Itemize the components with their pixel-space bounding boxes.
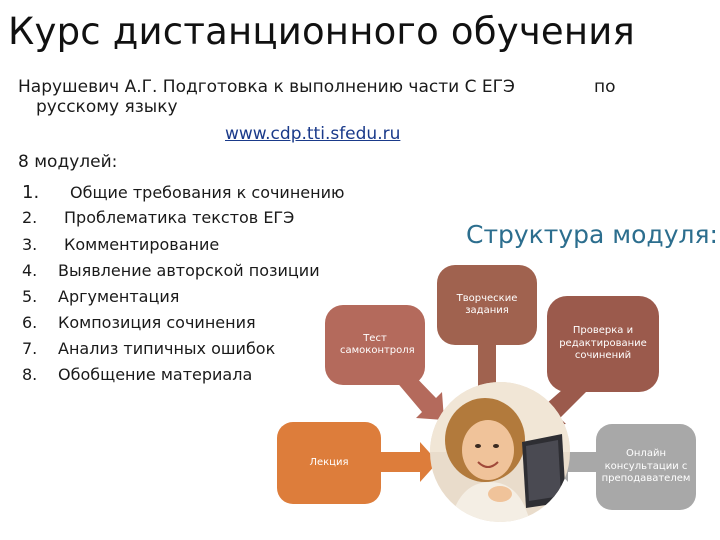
module-item: 1. Общие требования к сочинению (22, 182, 344, 203)
module-number: 1. (22, 182, 40, 203)
module-label: Обобщение материала (58, 365, 253, 384)
module-item: 3. Комментирование (22, 235, 219, 254)
module-number: 2. (22, 208, 38, 227)
module-item: 5. Аргументация (22, 287, 179, 306)
box-lecture: Лекция (277, 422, 381, 504)
box-lecture-label: Лекция (309, 456, 349, 468)
box-selftest: Тест самоконтроля (325, 305, 425, 385)
author-line-po: по (594, 77, 616, 97)
module-item: 7. Анализ типичных ошибок (22, 339, 275, 358)
module-number: 4. (22, 261, 38, 280)
arrow-lecture (380, 442, 438, 482)
module-label: Аргументация (58, 287, 180, 306)
module-item: 2. Проблематика текстов ЕГЭ (22, 208, 294, 227)
child-laptop-photo (430, 382, 570, 522)
author-line: Нарушевич А.Г. Подготовка к выполнению ч… (18, 77, 515, 97)
module-item: 8. Обобщение материала (22, 365, 252, 384)
module-label: Общие требования к сочинению (70, 183, 345, 202)
child-laptop-illustration (430, 382, 570, 522)
module-item: 4. Выявление авторской позиции (22, 261, 320, 280)
box-creative-label: Творческие задания (456, 292, 518, 317)
box-review: Проверка и редактирование сочинений (547, 296, 659, 392)
box-selftest-label: Тест самоконтроля (340, 332, 415, 357)
slide-title: Курс дистанционного обучения (8, 10, 635, 53)
course-url-link[interactable]: www.cdp.tti.sfedu.ru (225, 124, 401, 144)
module-label: Анализ типичных ошибок (58, 339, 276, 358)
module-number: 7. (22, 339, 38, 358)
module-number: 3. (22, 235, 38, 254)
module-number: 8. (22, 365, 38, 384)
box-review-label: Проверка и редактирование сочинений (559, 325, 647, 362)
module-label: Композиция сочинения (58, 313, 256, 332)
module-label: Комментирование (64, 235, 220, 254)
structure-heading: Структура модуля: (466, 220, 718, 249)
module-number: 6. (22, 313, 38, 332)
box-consult-label: Онлайн консультации с преподавателем (601, 448, 691, 485)
author-line-2: русскому языку (36, 97, 178, 117)
box-creative-tasks: Творческие задания (437, 265, 537, 345)
module-label: Проблематика текстов ЕГЭ (64, 208, 295, 227)
box-online-consult: Онлайн консультации с преподавателем (596, 424, 696, 510)
module-item: 6. Композиция сочинения (22, 313, 256, 332)
modules-heading: 8 модулей: (18, 152, 118, 172)
module-number: 5. (22, 287, 38, 306)
module-label: Выявление авторской позиции (58, 261, 320, 280)
